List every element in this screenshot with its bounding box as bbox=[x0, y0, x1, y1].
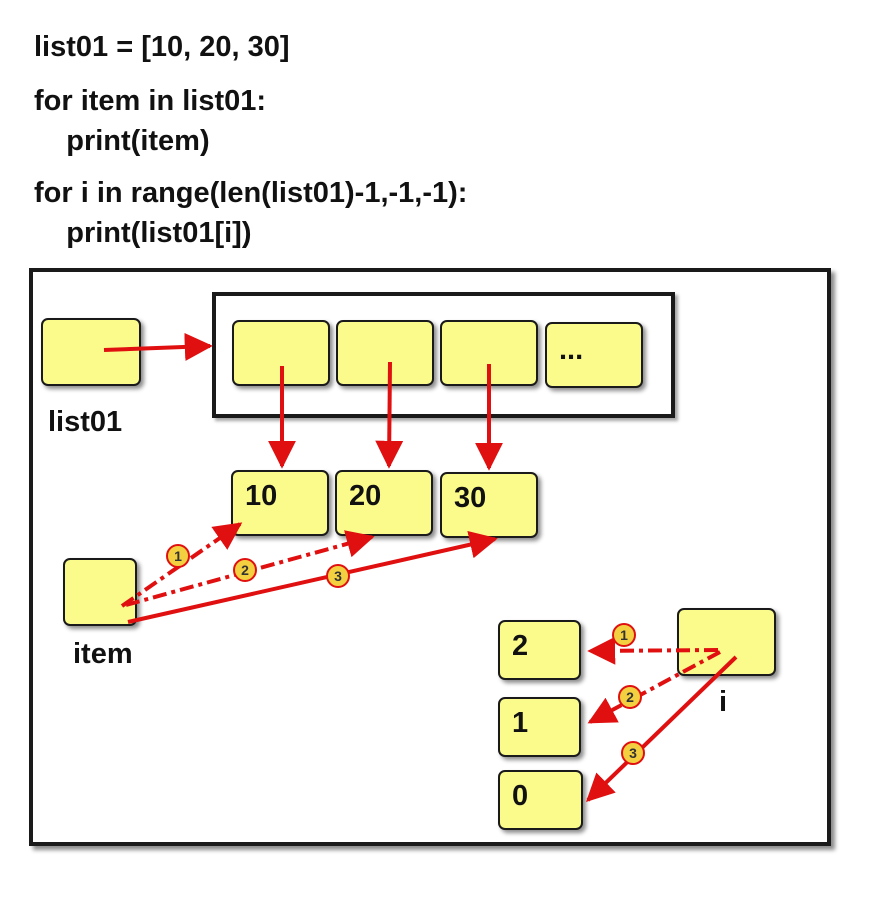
value-box-20: 20 bbox=[335, 470, 433, 536]
value-box-30: 30 bbox=[440, 472, 538, 538]
i-label: i bbox=[719, 686, 728, 718]
badge-i-1: 1 bbox=[612, 623, 636, 647]
code-line-3: print(item) bbox=[34, 125, 210, 157]
list-slot-1 bbox=[336, 320, 434, 386]
index-box-1: 1 bbox=[498, 697, 581, 757]
badge-item-3-text: 3 bbox=[334, 568, 342, 584]
badge-i-1-text: 1 bbox=[620, 627, 628, 643]
arrow-i-step3 bbox=[585, 655, 738, 802]
badge-i-3-text: 3 bbox=[629, 745, 637, 761]
arrow-slot1-to-20 bbox=[375, 361, 404, 469]
code-line-2: for item in list01: bbox=[34, 85, 267, 117]
arrow-list01-to-list bbox=[103, 332, 213, 361]
code-line-1: list01 = [10, 20, 30] bbox=[34, 31, 290, 63]
code-line-4: for i in range(len(list01)-1,-1,-1): bbox=[34, 177, 468, 209]
badge-item-1: 1 bbox=[166, 544, 190, 568]
badge-i-3: 3 bbox=[621, 741, 645, 765]
badge-item-2: 2 bbox=[233, 558, 257, 582]
item-label: item bbox=[73, 638, 133, 670]
list01-variable-box bbox=[41, 318, 141, 386]
badge-item-2-text: 2 bbox=[241, 562, 249, 578]
badge-i-2-text: 2 bbox=[626, 689, 634, 705]
arrow-item-step1 bbox=[120, 522, 243, 608]
badge-item-3: 3 bbox=[326, 564, 350, 588]
badge-i-2: 2 bbox=[618, 685, 642, 709]
arrow-item-step3 bbox=[127, 530, 498, 624]
index-box-0: 0 bbox=[498, 770, 583, 830]
list01-label: list01 bbox=[48, 406, 123, 438]
value-box-10: 10 bbox=[231, 470, 329, 536]
index-box-2: 2 bbox=[498, 620, 581, 680]
item-variable-box bbox=[63, 558, 137, 626]
arrow-i-step1 bbox=[587, 636, 719, 665]
code-line-5: print(list01[i]) bbox=[34, 217, 252, 249]
list-slot-2 bbox=[440, 320, 538, 386]
badge-item-1-text: 1 bbox=[174, 548, 182, 564]
arrow-i-step2 bbox=[587, 650, 721, 724]
list-slot-ellipsis: ... bbox=[545, 322, 643, 388]
